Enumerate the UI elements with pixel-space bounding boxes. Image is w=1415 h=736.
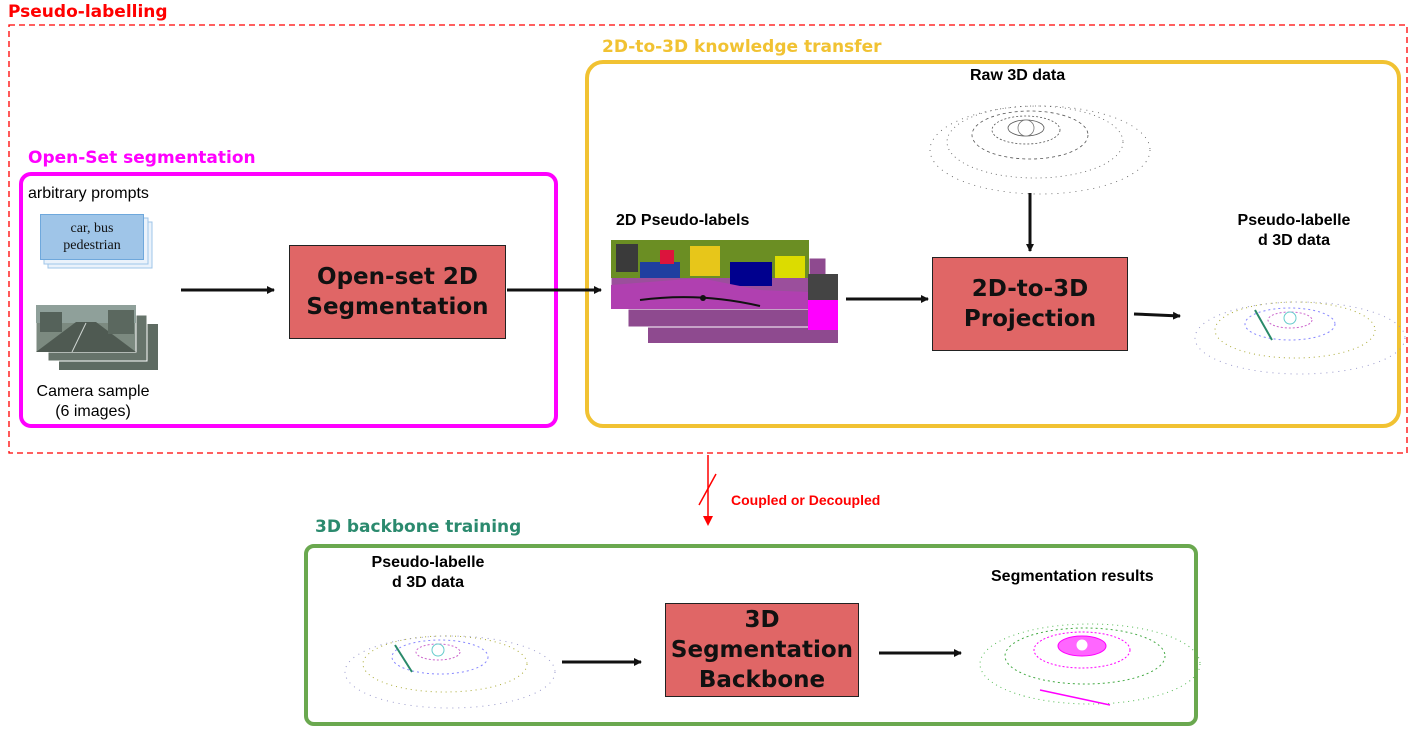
raw-3d-data-label: Raw 3D data: [970, 67, 1066, 84]
open-set-frame: [19, 172, 558, 428]
prompt-card: car, bus pedestrian: [40, 214, 144, 260]
open-set-2d-segmentation-block: Open-set 2D Segmentation: [289, 245, 506, 339]
prompts-label: arbitrary prompts: [28, 185, 149, 202]
segmentation-result-cloud: [979, 623, 1201, 706]
knowledge-transfer-frame: [585, 60, 1401, 428]
projection-block: 2D-to-3D Projection: [932, 257, 1128, 351]
backbone-input-cloud: [344, 635, 556, 709]
3d-segmentation-backbone-block: 3D Segmentation Backbone: [665, 603, 859, 697]
open-set-block-label: Open-set 2D Segmentation: [306, 264, 489, 320]
camera-image-stack-icon: [35, 304, 158, 370]
projection-block-label: 2D-to-3D Projection: [963, 276, 1097, 332]
backbone-training-title: 3D backbone training: [315, 517, 522, 537]
segmentation-results-label: Segmentation results: [991, 568, 1154, 585]
lidar-point-cloud-icon: [929, 105, 1151, 195]
arrow-projection-to-output: [1133, 311, 1181, 320]
pseudo-labelling-frame: [8, 24, 1408, 454]
segmentation-map-stack-icon: [610, 239, 838, 343]
coupled-connector-slash: [698, 473, 717, 506]
knowledge-transfer-title: 2D-to-3D knowledge transfer: [602, 37, 882, 57]
camera-label: Camera sample (6 images): [36, 383, 150, 420]
pseudo-labels-label: 2D Pseudo-labels: [616, 212, 750, 229]
backbone-training-frame: [304, 544, 1198, 726]
pseudo-labelled-output-label: Pseudo-labelle d 3D data: [1237, 212, 1351, 249]
backbone-block-label: 3D Segmentation Backbone: [670, 607, 854, 693]
coupled-decoupled-label: Coupled or Decoupled: [731, 492, 881, 508]
pseudo-labelled-output-cloud: [1194, 301, 1406, 375]
pseudo-labelling-title: Pseudo-labelling: [8, 2, 168, 22]
prompt-text: car, bus pedestrian: [63, 221, 121, 253]
backbone-input-label: Pseudo-labelle d 3D data: [371, 554, 485, 591]
open-set-title: Open-Set segmentation: [28, 148, 256, 168]
